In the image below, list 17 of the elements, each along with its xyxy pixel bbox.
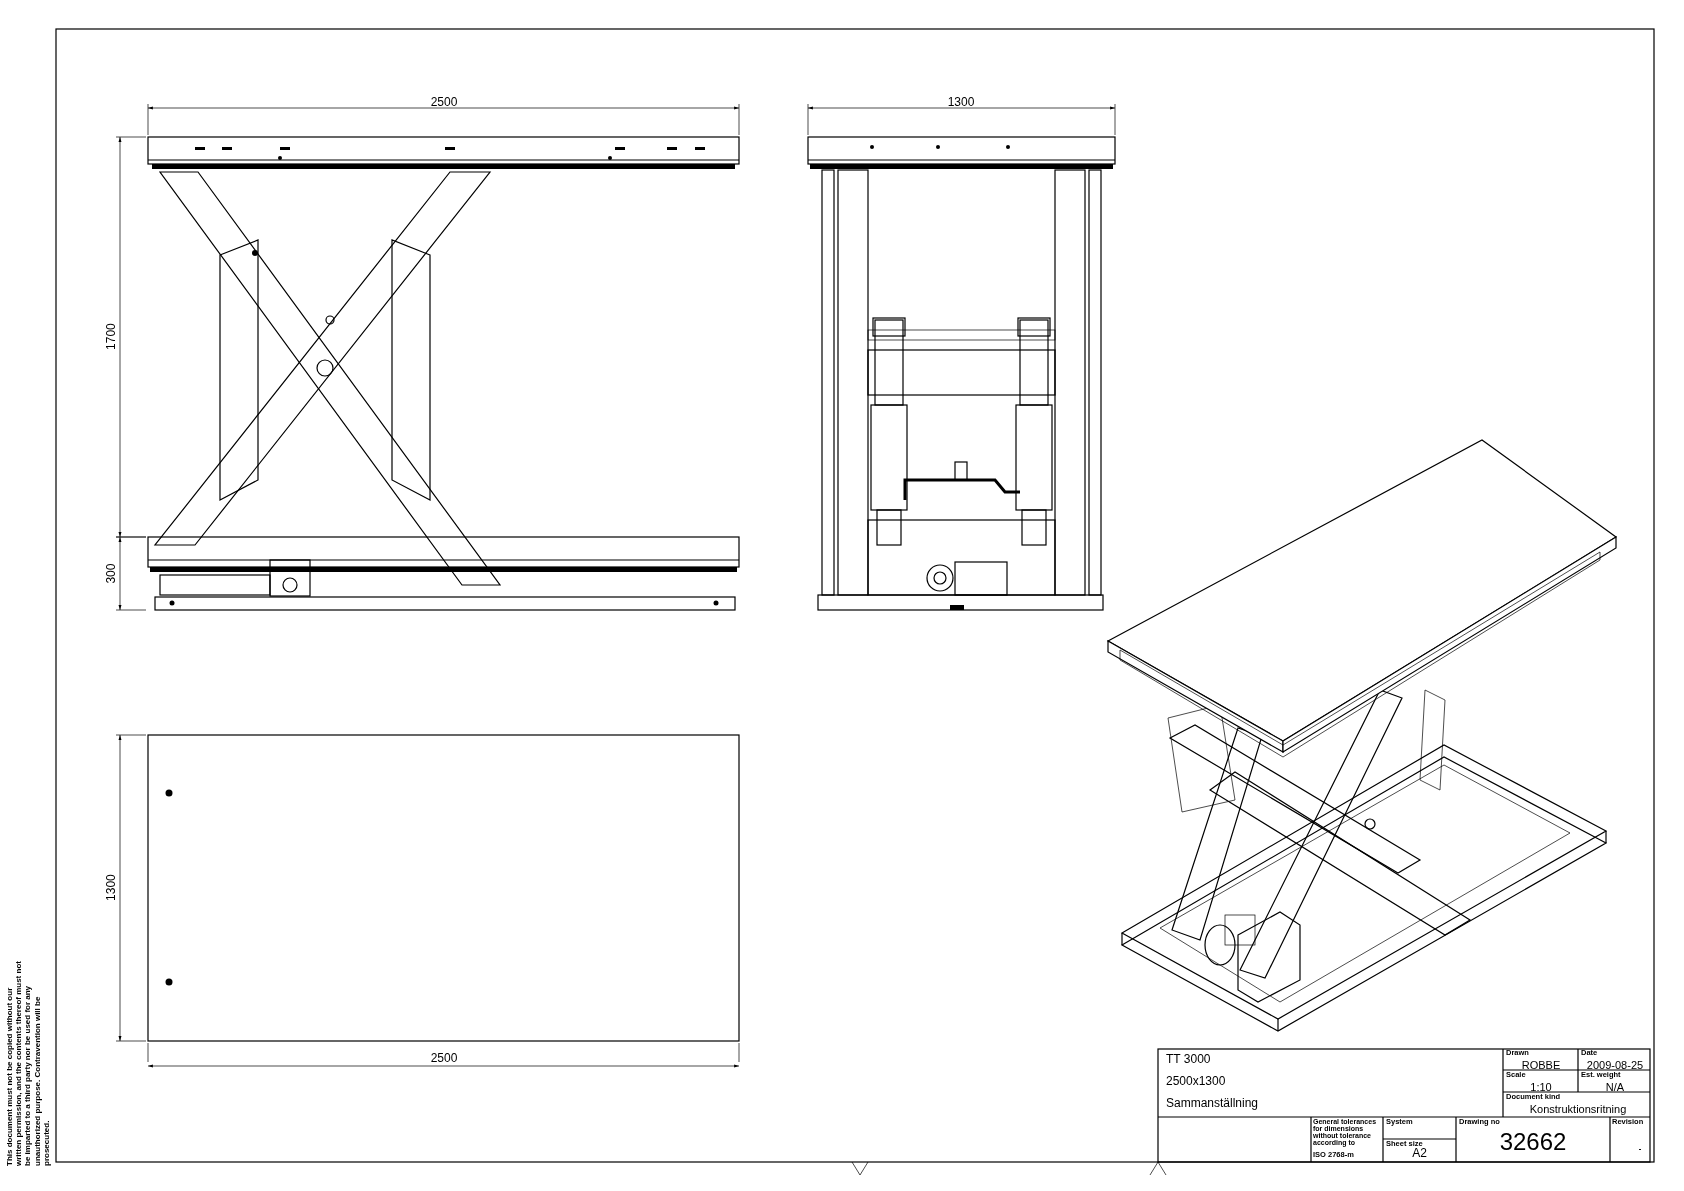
field-value: Konstruktionsritning [1528,1103,1628,1116]
field-value: N/A [1604,1081,1626,1094]
product-name: TT 3000 [1166,1053,1212,1067]
field-value: 1:10 [1529,1081,1553,1094]
drawing-title: Sammanställning [1166,1097,1260,1111]
dimension-value: 1300 [105,873,119,903]
field-value: 2009-08-25 [1585,1059,1645,1072]
copyright-notice: This document must not be copied without our written permission, and the contents thereof must not be imparted to a third party nor be used for any unauthorized purpose. Contravention will be prosecuted. [5,960,51,1166]
dimension-value: 300 [105,562,119,586]
field-value: ROBBE [1520,1059,1562,1072]
dimension-value: 1700 [105,322,119,352]
field-value: A2 [1411,1147,1428,1161]
dimension-value: 2500 [429,96,459,110]
product-size: 2500x1300 [1166,1075,1227,1089]
dimension-value: 2500 [429,1052,459,1066]
drawing-number: 32662 [1498,1129,1568,1156]
dimension-value: 1300 [946,96,976,110]
